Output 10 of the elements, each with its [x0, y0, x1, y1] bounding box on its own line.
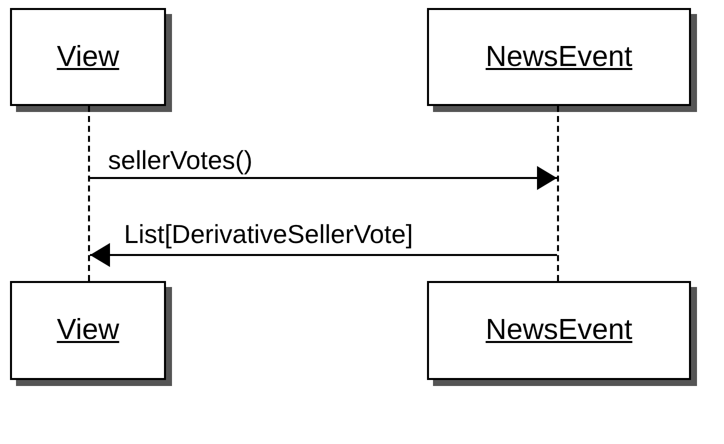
participant-name: View: [56, 40, 120, 74]
participant-name: View: [56, 314, 120, 347]
message-arrow: [90, 243, 557, 267]
edge-label: List[DerivativeSellerVote]: [124, 221, 414, 247]
message-arrow: [90, 166, 557, 190]
lifeline: [88, 106, 90, 281]
lifeline: [557, 106, 559, 281]
edge-label: sellerVotes(): [108, 147, 252, 173]
participant-name: NewsEvent: [486, 40, 632, 74]
participant-name: NewsEvent: [486, 314, 632, 347]
